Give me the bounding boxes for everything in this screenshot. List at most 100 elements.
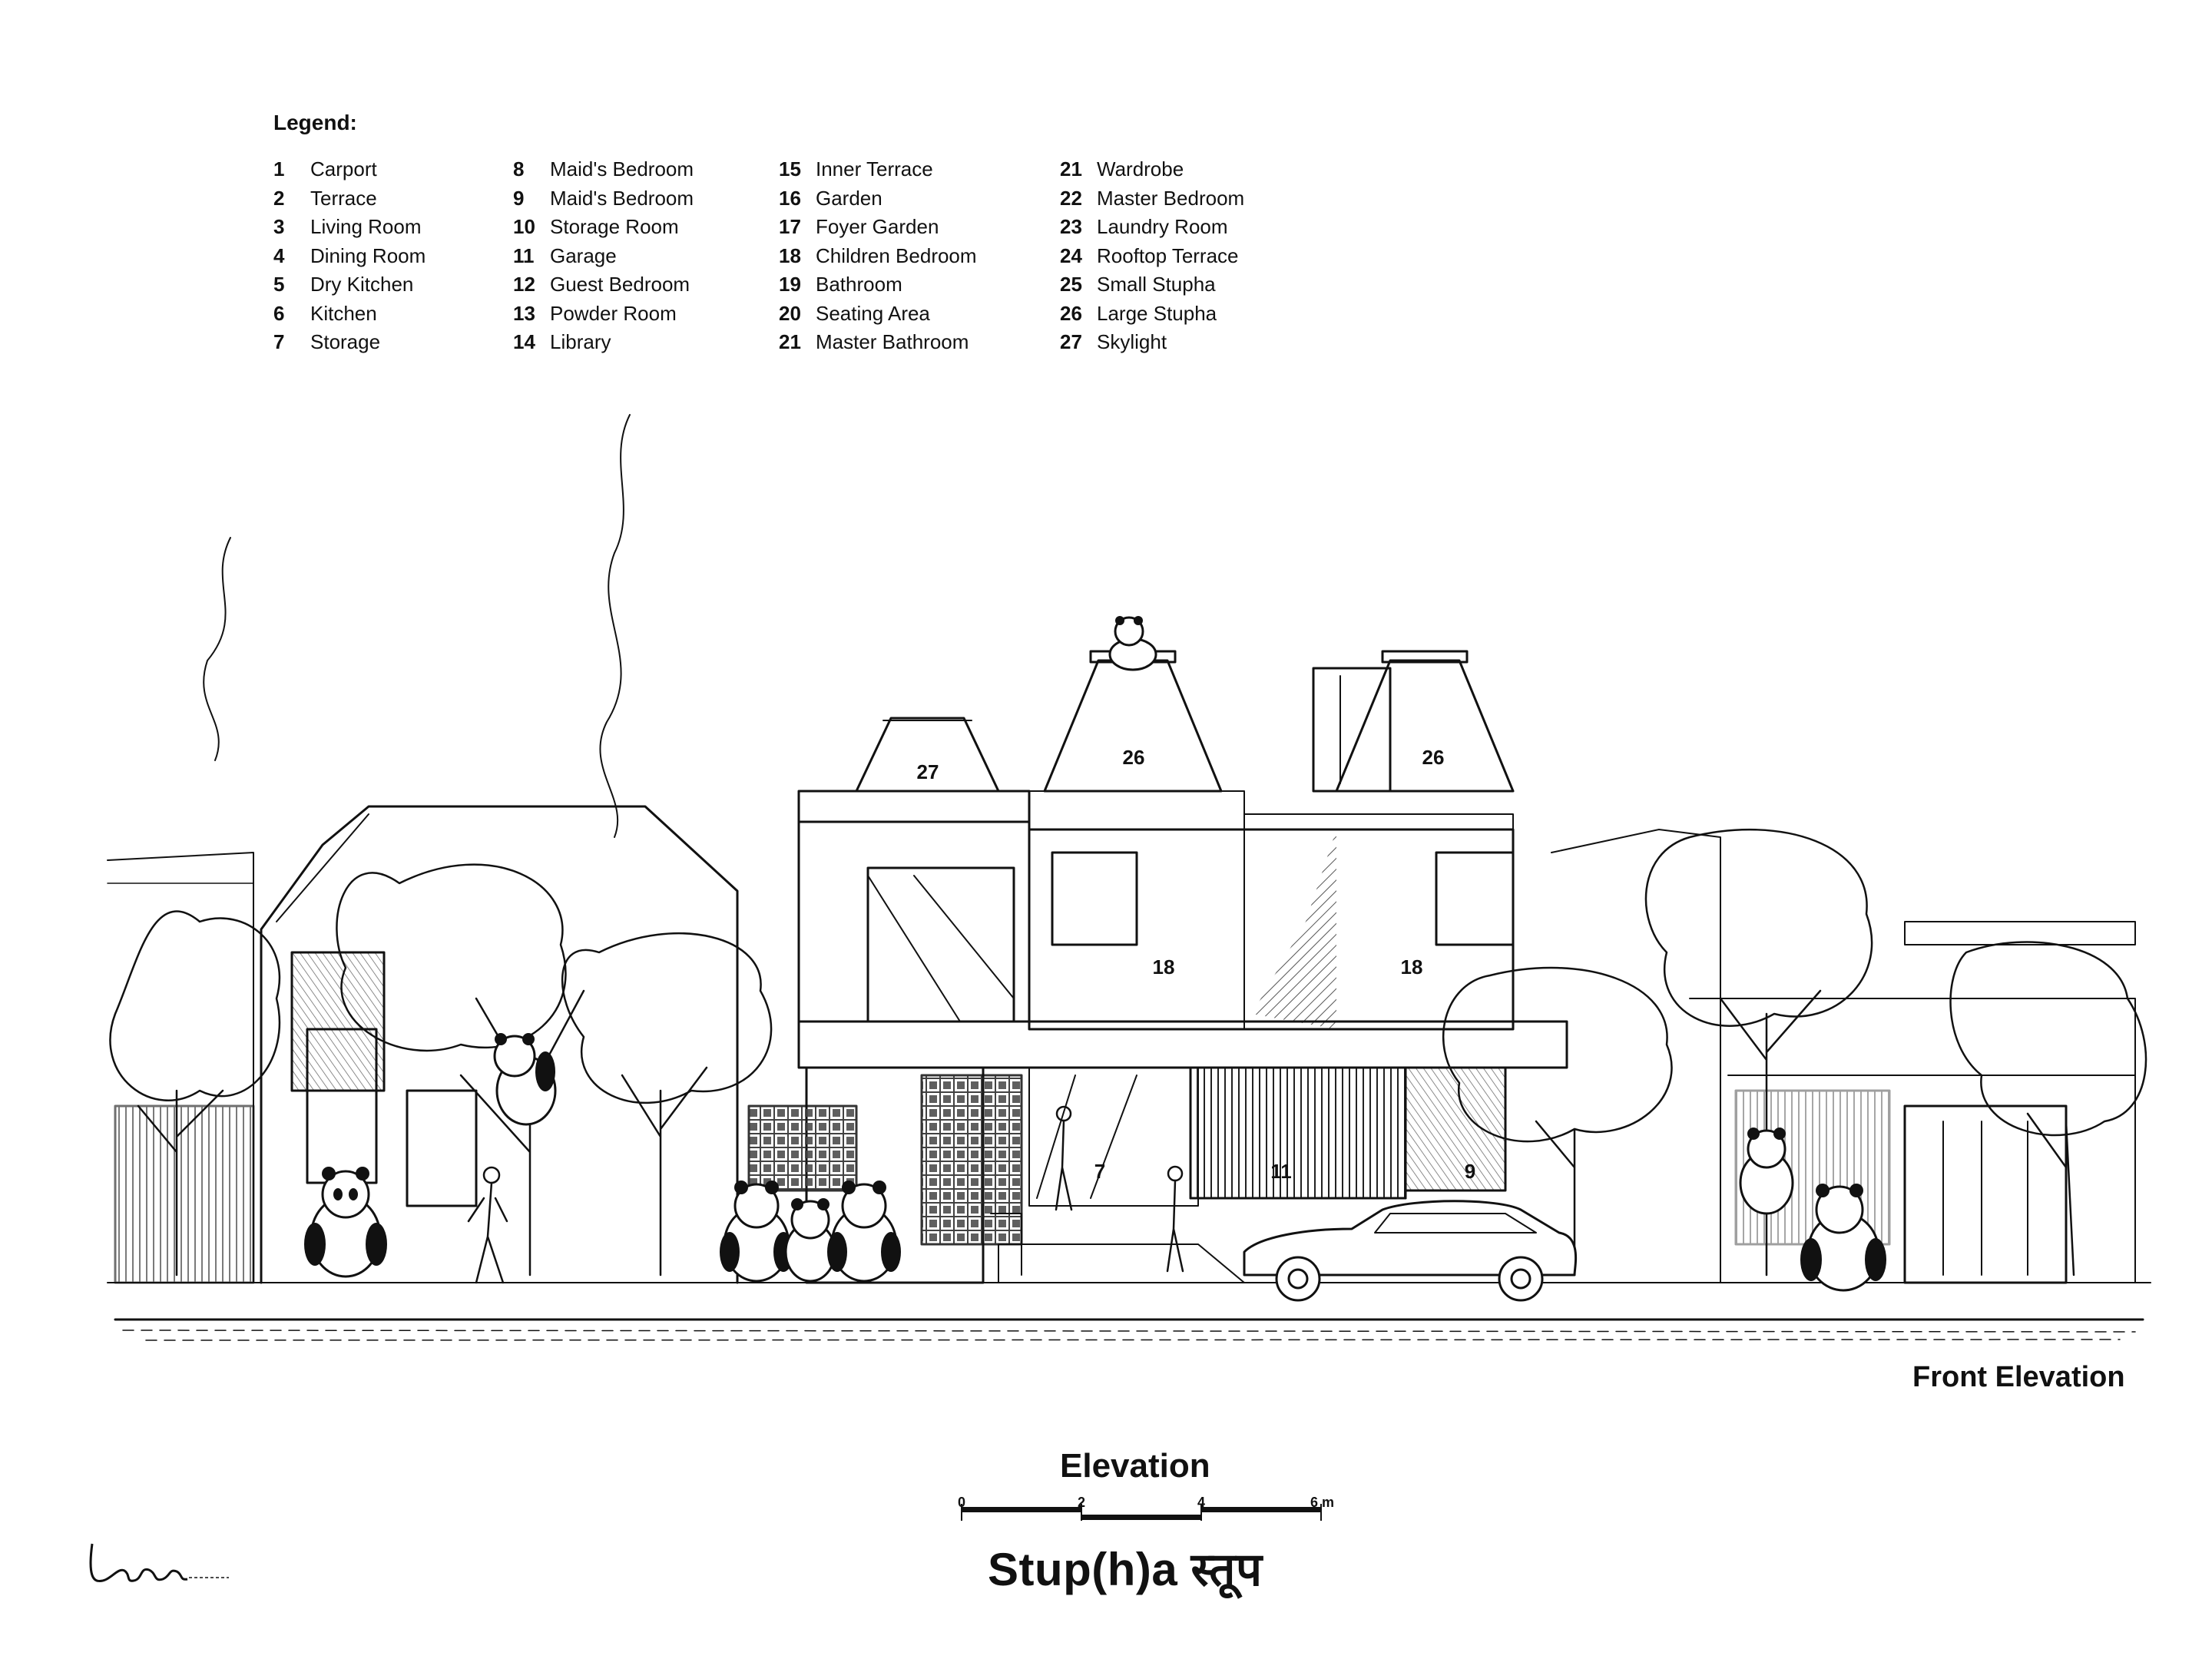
- legend-item-label: Wardrobe: [1097, 157, 1184, 181]
- label-stupha-left: 26: [1123, 746, 1145, 769]
- legend-item-label: Library: [550, 330, 611, 354]
- legend-item-number: 15: [779, 157, 801, 181]
- label-maid: 9: [1465, 1160, 1475, 1183]
- legend-item-number: 23: [1060, 215, 1082, 239]
- legend-item-number: 13: [513, 301, 535, 325]
- legend-item-number: 9: [513, 186, 525, 210]
- legend-item-number: 4: [273, 243, 285, 267]
- legend-item: 9 Maid's Bedroom: [513, 184, 694, 214]
- legend-item-label: Foyer Garden: [816, 215, 939, 239]
- legend-item-label: Dining Room: [310, 243, 426, 267]
- legend-item-label: Master Bedroom: [1097, 186, 1245, 210]
- legend-item-number: 25: [1060, 273, 1082, 296]
- legend-item: 6 Kitchen: [273, 300, 426, 329]
- legend-item-number: 16: [779, 186, 801, 210]
- scale-label-0: 0: [958, 1495, 966, 1510]
- legend-item: 17 Foyer Garden: [779, 213, 977, 242]
- legend-item-number: 24: [1060, 243, 1082, 267]
- legend-item-number: 8: [513, 157, 525, 181]
- label-garage: 11: [1270, 1160, 1292, 1183]
- legend-item-label: Small Stupha: [1097, 273, 1216, 296]
- legend-item-number: 10: [513, 215, 535, 239]
- legend-item: 13 Powder Room: [513, 300, 694, 329]
- legend-item-number: 6: [273, 301, 285, 325]
- legend-item-label: Terrace: [310, 186, 377, 210]
- legend-item-number: 11: [513, 243, 535, 267]
- legend-item: 4 Dining Room: [273, 242, 426, 271]
- legend-item-number: 12: [513, 273, 535, 296]
- legend-item: 21 Master Bathroom: [779, 328, 977, 357]
- legend-item-label: Inner Terrace: [816, 157, 933, 181]
- legend-item-number: 14: [513, 330, 535, 354]
- panda-icon: [493, 1033, 557, 1126]
- label-skylight: 27: [917, 760, 939, 783]
- legend-item: 27 Skylight: [1060, 328, 1244, 357]
- legend-item-number: 19: [779, 273, 801, 296]
- label-children-left: 18: [1153, 955, 1175, 979]
- legend-item-number: 26: [1060, 301, 1082, 325]
- parked-car: [1243, 1200, 1578, 1302]
- legend-item-number: 22: [1060, 186, 1082, 210]
- legend-item-label: Guest Bedroom: [550, 273, 690, 296]
- legend-item: 1 Carport: [273, 155, 426, 184]
- main-house: [747, 650, 1568, 1284]
- label-children-right: 18: [1401, 955, 1423, 979]
- legend-item-label: Powder Room: [550, 301, 677, 325]
- architect-logo-icon: [89, 1543, 229, 1582]
- panda-icon: [1108, 616, 1157, 671]
- legend-item-label: Carport: [310, 157, 377, 181]
- people-figures: [467, 1105, 1184, 1284]
- project-title: Stup(h)a स्तूप: [988, 1544, 1263, 1595]
- scale-label-4: 4: [1197, 1495, 1206, 1510]
- legend-item: 16 Garden: [779, 184, 977, 214]
- label-stupha-right: 26: [1422, 746, 1445, 769]
- label-storage: 7: [1094, 1160, 1105, 1183]
- legend-item-label: Dry Kitchen: [310, 273, 414, 296]
- legend-item-label: Garden: [816, 186, 882, 210]
- legend-item: 15 Inner Terrace: [779, 155, 977, 184]
- legend-item-number: 5: [273, 273, 285, 296]
- legend-item: 21 Wardrobe: [1060, 155, 1244, 184]
- panda-icon: [304, 1167, 387, 1278]
- legend-item-label: Skylight: [1097, 330, 1167, 354]
- legend-item-label: Master Bathroom: [816, 330, 969, 354]
- panda-icon: [784, 1198, 836, 1283]
- legend-item-label: Children Bedroom: [816, 243, 977, 267]
- legend-item: 23 Laundry Room: [1060, 213, 1244, 242]
- legend-item-label: Large Stupha: [1097, 301, 1217, 325]
- legend-item: 2 Terrace: [273, 184, 426, 214]
- legend-item-number: 2: [273, 186, 285, 210]
- legend-item-number: 21: [1060, 157, 1082, 181]
- legend-item-number: 1: [273, 157, 285, 181]
- legend-item-label: Living Room: [310, 215, 422, 239]
- legend-item: 26 Large Stupha: [1060, 300, 1244, 329]
- left-neighbour-house: [107, 805, 739, 1284]
- legend-item-number: 7: [273, 330, 285, 354]
- scale-label-2: 2: [1078, 1495, 1086, 1510]
- legend-item-number: 21: [779, 330, 801, 354]
- legend-title: Legend:: [273, 111, 357, 134]
- legend-item-label: Kitchen: [310, 301, 377, 325]
- legend-item: 5 Dry Kitchen: [273, 270, 426, 300]
- legend-item-number: 20: [779, 301, 801, 325]
- panda-icon: [1739, 1128, 1794, 1215]
- legend-item-number: 17: [779, 215, 801, 239]
- legend-item-number: 27: [1060, 330, 1082, 354]
- legend-item: 14 Library: [513, 328, 694, 357]
- legend-item-label: Maid's Bedroom: [550, 186, 694, 210]
- legend-column-4: 21 Wardrobe 22 Master Bedroom 23 Laundry Room…: [1060, 155, 1244, 357]
- legend-item-label: Laundry Room: [1097, 215, 1228, 239]
- scale-label-6m: 6 m: [1310, 1495, 1335, 1510]
- panda-characters: [304, 616, 1886, 1292]
